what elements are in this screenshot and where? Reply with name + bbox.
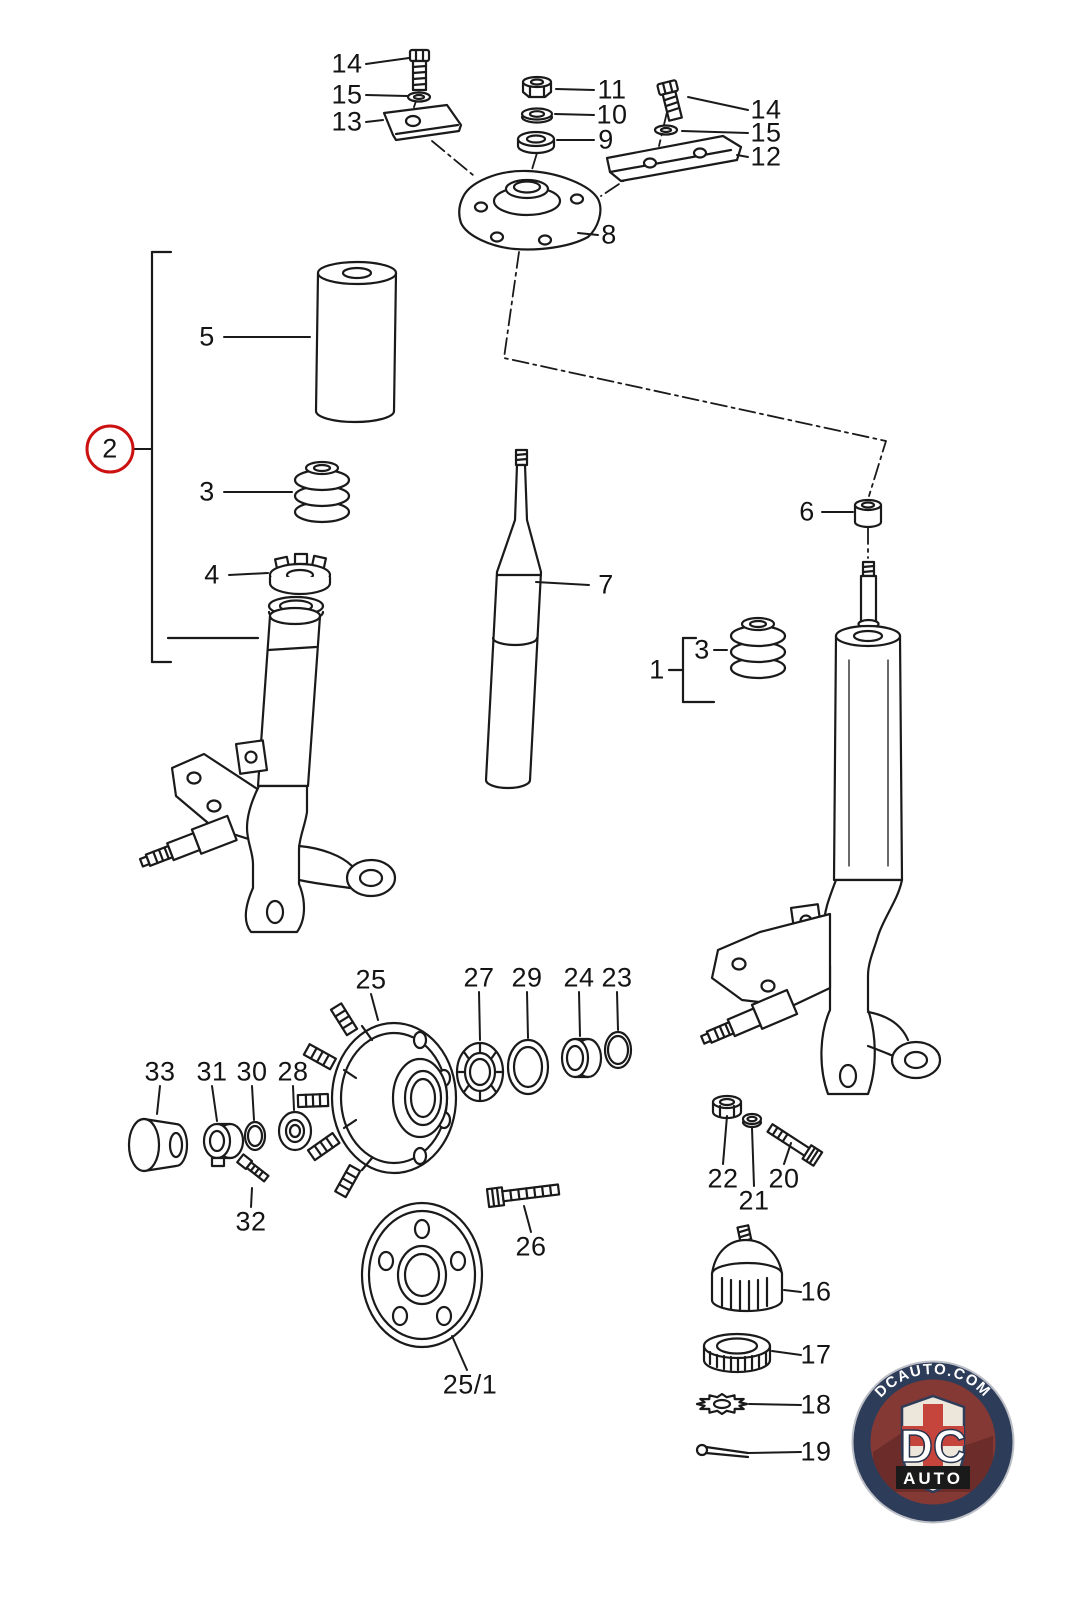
part-label-14b: 14: [750, 94, 782, 125]
part-label-18: 18: [800, 1389, 832, 1420]
lock-washer-18-part: [695, 1392, 749, 1416]
grease-cap-33-part: [127, 1117, 189, 1173]
protective-tube-5-part: [314, 260, 398, 424]
part-label-2: 2: [102, 433, 118, 464]
bump-stop-3-right-part: [729, 616, 787, 680]
group-bracket-2: [150, 250, 260, 664]
part-label-9: 9: [598, 124, 614, 155]
part-label-24: 24: [563, 962, 595, 993]
washer-15-right-part: [653, 124, 679, 136]
stop-plate-12-part: [605, 134, 743, 183]
bolt-26-part: [485, 1183, 561, 1209]
part-label-32: 32: [235, 1206, 267, 1237]
logo-sub-text: AUTO: [903, 1469, 963, 1488]
part-label-19: 19: [800, 1436, 832, 1467]
collar-9-part: [516, 130, 556, 155]
steering-knuckle-right-part: [700, 878, 942, 1096]
part-label-33: 33: [144, 1056, 176, 1087]
hub-disc-25-1-part: [360, 1201, 484, 1349]
dcauto-watermark: DCAUTO.COM DC AUTO: [851, 1360, 1015, 1524]
part-label-1: 1: [649, 654, 665, 685]
bearing-27-part: [455, 1041, 505, 1103]
part-label-23: 23: [601, 962, 633, 993]
shock-cartridge-7-part: [484, 448, 543, 790]
washer-30-part: [243, 1120, 267, 1152]
part-label-15b: 15: [750, 117, 782, 148]
part-label-17: 17: [800, 1339, 832, 1370]
wheel-hub-25-part: [296, 1002, 458, 1199]
part-label-11: 11: [597, 74, 627, 105]
bearing-28-part: [277, 1110, 313, 1152]
ball-joint-16-part: [710, 1224, 784, 1313]
logo-shield-cross: [902, 1404, 964, 1470]
group-bracket-1: [667, 636, 716, 704]
nut-11-part: [521, 75, 553, 99]
spacer-6-part: [853, 498, 883, 529]
gland-nut-4-part: [268, 552, 332, 596]
part-label-22: 22: [707, 1163, 739, 1194]
part-label-28: 28: [277, 1056, 309, 1087]
part-label-25-1: 25/1: [442, 1369, 498, 1400]
part-label-30: 30: [236, 1056, 268, 1087]
screw-14-right-part: [656, 79, 683, 122]
screw-32-part: [236, 1153, 270, 1183]
bolt-20-part: [766, 1123, 824, 1167]
part-label-20: 20: [768, 1163, 800, 1194]
clamp-nut-31-part: [202, 1122, 245, 1168]
screw-14-left-part: [408, 48, 431, 92]
part-label-3a: 3: [199, 476, 215, 507]
washer-10-part: [520, 107, 554, 124]
part-label-12: 12: [750, 141, 782, 172]
cotter-pin-19-part: [695, 1443, 750, 1459]
logo-ring: [853, 1362, 1013, 1522]
nut-22-part: [711, 1094, 743, 1120]
part-label-27: 27: [463, 962, 495, 993]
ring-23-part: [603, 1030, 633, 1070]
washer-15-left-part: [406, 91, 432, 103]
part-label-3b: 3: [694, 634, 710, 665]
part-label-31: 31: [196, 1056, 228, 1087]
part-label-26: 26: [515, 1231, 547, 1262]
part-label-25: 25: [355, 964, 387, 995]
logo-sub-band: [896, 1466, 970, 1489]
bearing-race-24-part: [560, 1037, 603, 1079]
leader-lines: [133, 57, 854, 1454]
part-label-21: 21: [738, 1185, 770, 1216]
part-label-7: 7: [598, 569, 614, 600]
ring-nut-17-part: [702, 1332, 772, 1374]
part-label-29: 29: [511, 962, 543, 993]
part-label-4: 4: [204, 559, 220, 590]
stop-plate-13-part: [382, 103, 463, 142]
part-label-8: 8: [601, 219, 617, 250]
part-label-14a: 14: [331, 48, 363, 79]
seal-29-part: [506, 1038, 550, 1096]
part-label-5: 5: [199, 321, 215, 352]
part-label-16: 16: [800, 1276, 832, 1307]
part-label-10: 10: [596, 99, 628, 130]
washer-21-part: [741, 1112, 763, 1129]
shock-absorber-right-part: [832, 560, 904, 882]
part-label-15a: 15: [331, 79, 363, 110]
part-label-13: 13: [331, 106, 363, 137]
strut-housing-left-part: [138, 595, 397, 934]
highlight-circle-2: [85, 424, 135, 474]
strut-mount-8-part: [458, 169, 602, 251]
part-label-6: 6: [799, 496, 815, 527]
bump-stop-3-left-part: [293, 460, 351, 524]
logo-brand-text: DC: [900, 1420, 966, 1472]
